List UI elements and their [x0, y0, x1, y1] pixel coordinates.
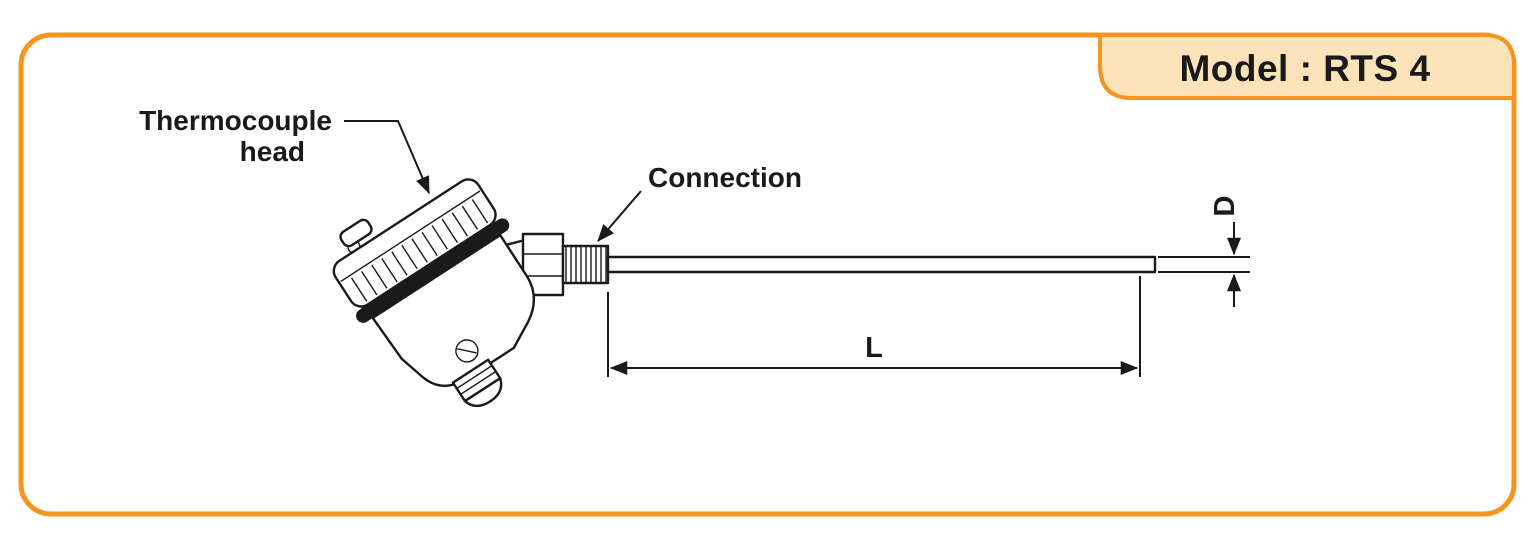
head-tilted-group [332, 178, 536, 408]
thermocouple-head-drawing [332, 178, 1157, 408]
head-body [371, 233, 536, 388]
length-dimension-label: L [865, 332, 883, 364]
frame-border [18, 32, 1517, 517]
model-tab [1098, 33, 1516, 100]
connection-leader-line [597, 190, 642, 242]
thermocouple-head-leader-line [344, 120, 430, 195]
connection-label: Connection [648, 162, 802, 193]
connection-threads [561, 244, 610, 285]
probe-sheath [606, 255, 1157, 274]
head-cap-knurling [351, 199, 489, 302]
model-tab-label: Model : RTS 4 [1179, 48, 1430, 89]
head-cable-gland [451, 358, 503, 408]
thermocouple-head-label-line1: Thermocouple [139, 105, 332, 136]
chain-cap [339, 218, 373, 248]
diameter-dimension: D [1158, 196, 1250, 307]
thermocouple-head-label-line2: head [240, 136, 305, 167]
head-o-ring [356, 218, 510, 323]
length-dimension: L [607, 276, 1141, 377]
head-screw [455, 339, 479, 363]
diameter-dimension-label: D [1209, 196, 1241, 217]
